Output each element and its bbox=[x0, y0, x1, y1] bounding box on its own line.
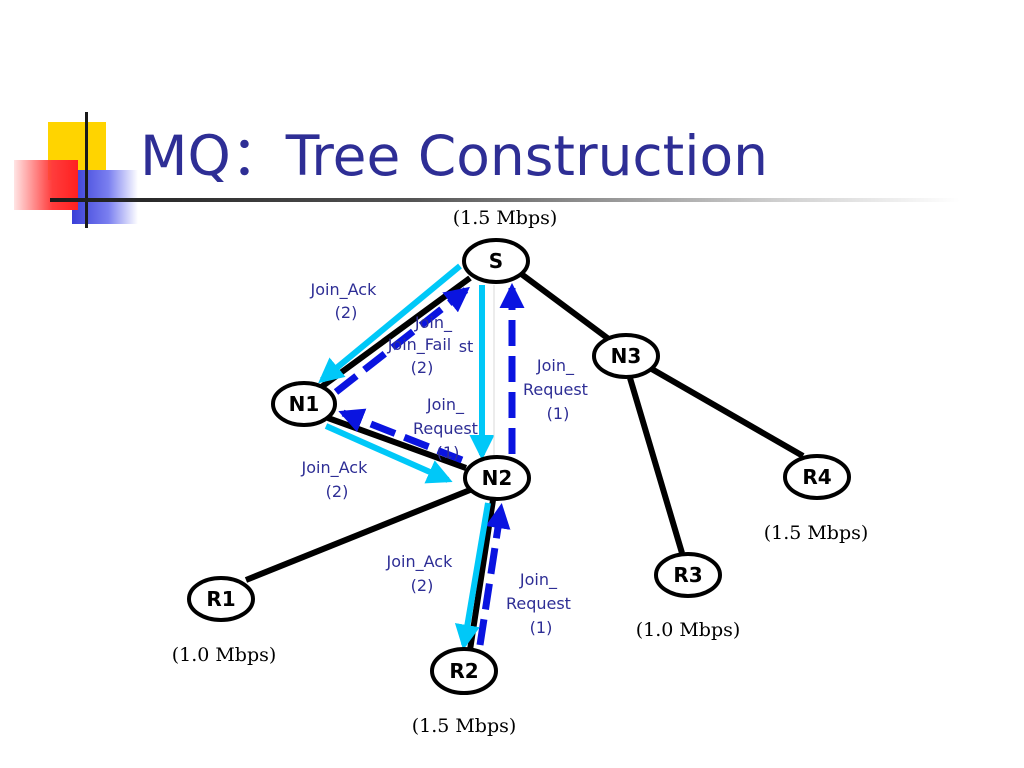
node-r4: R4 bbox=[783, 454, 851, 500]
node-n1-label: N1 bbox=[289, 392, 320, 416]
message-labels: Join_Ack (2) Join_ st Join_Fail (2) Join… bbox=[301, 280, 593, 637]
node-n1: N1 bbox=[271, 381, 337, 427]
node-r2: R2 bbox=[430, 647, 498, 695]
link-n2-r1 bbox=[244, 487, 472, 583]
label-join-request-n2-s: Join_ Request (1) bbox=[523, 356, 593, 423]
label-join-request-n2-n1: Join_ Request (1) bbox=[413, 395, 483, 462]
arrow-join-ack-n2-r2 bbox=[454, 502, 491, 650]
join-ack-arrows bbox=[318, 263, 495, 650]
label-join-request-hidden: Join_ st bbox=[414, 313, 473, 356]
link-s-n3 bbox=[518, 270, 612, 343]
slide-title: MQ：Tree Construction bbox=[140, 124, 769, 188]
arrow-join-request-r2-n2 bbox=[476, 503, 511, 646]
node-s: S bbox=[462, 238, 530, 284]
rate-r3: (1.0 Mbps) bbox=[636, 619, 741, 641]
node-n3: N3 bbox=[592, 333, 660, 379]
link-n3-r3 bbox=[627, 377, 685, 554]
node-n3-label: N3 bbox=[611, 344, 642, 368]
decor-blue-square bbox=[72, 170, 138, 224]
label-join-ack-n2-r2: Join_Ack (2) bbox=[386, 552, 458, 595]
node-n2-label: N2 bbox=[482, 466, 513, 490]
rate-r2: (1.5 Mbps) bbox=[412, 715, 517, 737]
decor-vertical-line bbox=[85, 112, 88, 228]
join-request-arrows bbox=[333, 282, 525, 646]
node-r3: R3 bbox=[654, 552, 722, 598]
rate-labels: (1.5 Mbps) (1.0 Mbps) (1.5 Mbps) (1.0 Mb… bbox=[172, 207, 869, 737]
label-join-fail: Join_Fail (2) bbox=[387, 335, 457, 377]
node-r1-label: R1 bbox=[206, 587, 235, 611]
label-join-ack-s-n1: Join_Ack (2) bbox=[310, 280, 382, 322]
node-r1: R1 bbox=[187, 576, 255, 622]
link-n3-r4 bbox=[648, 365, 805, 459]
node-n2: N2 bbox=[463, 455, 531, 501]
arrow-join-request-n1-s bbox=[333, 286, 470, 395]
arrow-join-request-n2-n1 bbox=[338, 408, 464, 464]
node-s-label: S bbox=[489, 249, 503, 273]
rate-s: (1.5 Mbps) bbox=[453, 207, 558, 229]
arrow-join-ack-n1-n2 bbox=[324, 423, 453, 484]
arrow-join-ack-s-n1 bbox=[318, 263, 462, 384]
rate-r4: (1.5 Mbps) bbox=[764, 522, 869, 544]
node-r3-label: R3 bbox=[673, 563, 702, 587]
title-underline bbox=[50, 198, 960, 202]
label-join-ack-n1-n2: Join_Ack (2) bbox=[301, 458, 373, 501]
rate-r1: (1.0 Mbps) bbox=[172, 644, 277, 666]
label-join-request-r2-n2: Join_ Request (1) bbox=[506, 570, 576, 637]
node-r2-label: R2 bbox=[449, 659, 478, 683]
node-r4-label: R4 bbox=[802, 465, 831, 489]
